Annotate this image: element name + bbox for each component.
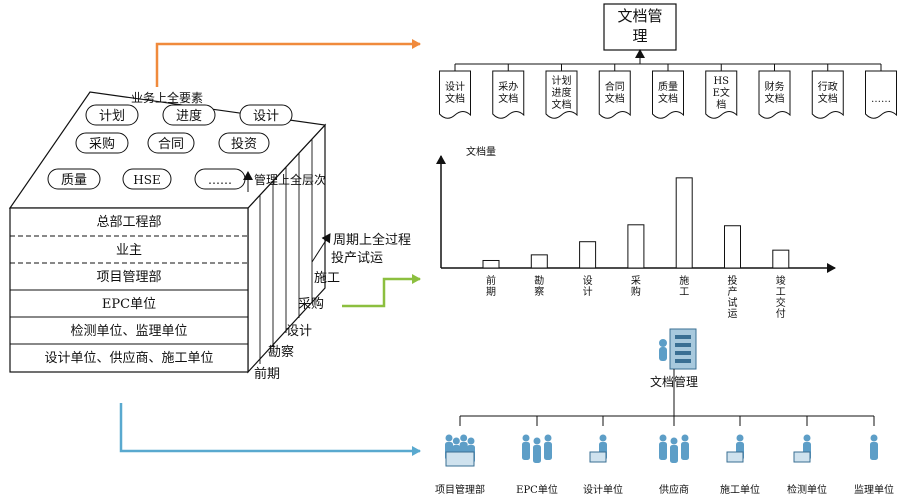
x-tick-label: 采购 — [631, 275, 641, 298]
doc-node-label: 财务文档 — [765, 80, 785, 105]
phase-label: 施工 — [314, 271, 340, 286]
doc-node: 计划进度文档 — [545, 70, 578, 119]
bar — [530, 254, 548, 269]
org-unit-icon — [522, 434, 552, 463]
doc-node-label: 合同文档 — [605, 80, 625, 105]
layer-label: 项目管理部 — [96, 270, 161, 285]
x-tick-label: 投产试运 — [728, 274, 738, 320]
layer-label: 总部工程部 — [96, 215, 161, 230]
doc-node: …… — [865, 70, 897, 119]
svg-text:采购: 采购 — [89, 136, 115, 152]
org-unit-label: 供应商 — [659, 483, 689, 496]
svg-text:投资: 投资 — [231, 136, 257, 152]
layer-label: 设计单位、供应商、施工单位 — [44, 350, 213, 366]
org-unit-label: EPC单位 — [516, 483, 558, 496]
orange-arrow — [155, 39, 421, 87]
layer-label: 业主 — [116, 243, 142, 258]
doc-node-label: 设计文档 — [445, 80, 465, 105]
bar — [675, 177, 693, 269]
element-pill: …… — [194, 168, 246, 190]
doc-root-label: 文档管理 — [617, 7, 662, 45]
document-volume-chart: 文档量 前期 勘察 设计 采购 施工 投产试运 竣工交付 — [436, 145, 836, 320]
phase-label: 投产试运 — [331, 250, 383, 266]
org-unit-icon — [726, 434, 744, 463]
element-pill: 合同 — [147, 132, 195, 154]
cycle-label: 周期上全过程 — [333, 232, 411, 248]
svg-text:合同: 合同 — [158, 137, 184, 152]
phase-label: 前期 — [254, 366, 280, 382]
org-unit-icon — [589, 434, 607, 463]
svg-text:质量: 质量 — [61, 173, 87, 188]
doc-node-label: 行政文档 — [818, 80, 838, 105]
doc-node: 合同文档 — [598, 70, 631, 119]
element-pill: 计划 — [85, 104, 139, 126]
layer-label: EPC单位 — [102, 297, 156, 312]
x-tick-label: 勘察 — [534, 275, 544, 298]
x-tick-label: 施工 — [679, 274, 689, 298]
org-unit-label: 施工单位 — [720, 483, 760, 496]
element-pill: 投资 — [218, 132, 270, 154]
doc-node-label: 质量文档 — [658, 81, 678, 105]
bar — [627, 224, 645, 269]
element-pill: HSE — [122, 168, 172, 190]
green-arrow — [342, 274, 421, 308]
doc-node: 质量文档 — [652, 70, 684, 119]
org-unit-label: 检测单位 — [787, 483, 827, 496]
x-tick-label: 竣工交付 — [776, 274, 786, 320]
bar — [772, 249, 790, 269]
org-unit-icon — [445, 434, 475, 467]
org-unit-label: 设计单位 — [583, 483, 623, 496]
svg-text:进度: 进度 — [176, 108, 202, 124]
doc-node-label: …… — [871, 94, 891, 105]
phase-label: 设计 — [286, 324, 312, 339]
element-pill: 设计 — [239, 104, 293, 126]
element-pill: 进度 — [162, 104, 216, 126]
bar — [482, 259, 500, 269]
element-pill: 质量 — [47, 168, 101, 190]
server-icon — [659, 328, 697, 370]
x-tick-label: 前期 — [486, 274, 496, 298]
org-unit-icon — [870, 434, 878, 460]
bar — [579, 241, 597, 269]
blue-arrow — [119, 403, 421, 456]
org-unit-label: 项目管理部 — [435, 483, 485, 496]
doc-node: 行政文档 — [811, 70, 844, 119]
doc-root-box — [603, 3, 677, 51]
layer-label: 检测单位、监理单位 — [70, 324, 187, 339]
depth-label: 管理上全层次 — [254, 172, 326, 187]
doc-node: 财务文档 — [758, 70, 791, 119]
x-tick-label: 设计 — [583, 275, 593, 298]
svg-text:……: …… — [208, 173, 232, 187]
org-unit-label: 监理单位 — [854, 483, 894, 496]
doc-node: 采办文档 — [492, 70, 525, 119]
phase-label: 勘察 — [268, 345, 294, 360]
top-face-title: 业务上全要素 — [131, 90, 203, 105]
org-unit-icon — [659, 434, 689, 463]
doc-node-label: 采办文档 — [498, 80, 518, 105]
doc-node-label: 计划进度文档 — [552, 74, 572, 111]
cube-block: 总部工程部 业主 项目管理部 EPC单位 检测单位、监理单位 设计单位、供应商、… — [8, 90, 411, 382]
y-axis-label: 文档量 — [466, 145, 496, 158]
svg-text:设计: 设计 — [253, 109, 279, 124]
element-pill: 采购 — [75, 132, 129, 154]
svg-text:HSE: HSE — [133, 173, 160, 187]
svg-text:计划: 计划 — [99, 109, 125, 124]
doc-node: 设计文档 — [439, 70, 471, 119]
org-unit-icon — [793, 434, 811, 463]
bar — [724, 225, 741, 269]
phase-label: 采购 — [298, 296, 324, 312]
